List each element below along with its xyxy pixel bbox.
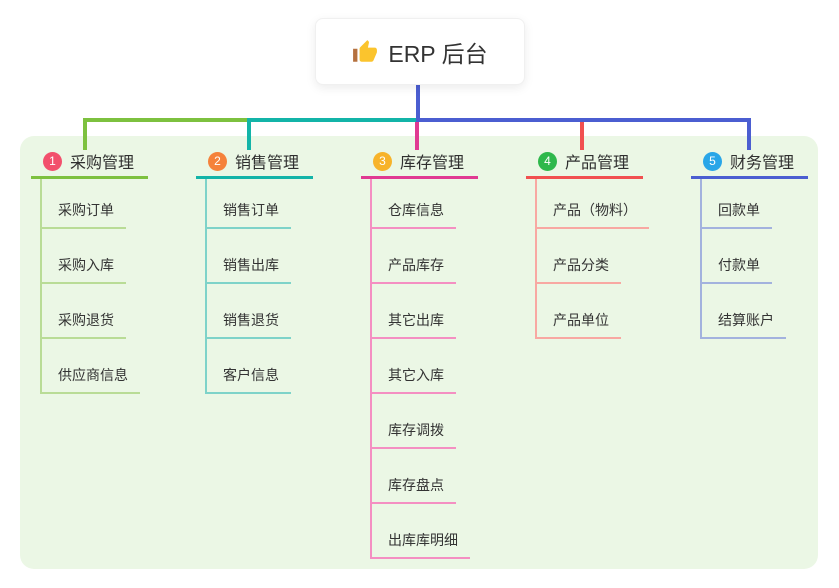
child-node[interactable]: 采购订单 — [42, 179, 126, 229]
child-node-label: 供应商信息 — [58, 367, 128, 383]
child-node[interactable]: 其它入库 — [372, 339, 456, 394]
branch-header-2[interactable]: 2 销售管理 — [196, 146, 313, 179]
child-node-label: 销售订单 — [223, 202, 279, 218]
branch-drop-line-1 — [83, 118, 87, 150]
branch-drop-line-2 — [247, 118, 251, 150]
branch-title: 财务管理 — [730, 155, 795, 172]
child-node-label: 其它入库 — [388, 367, 444, 383]
child-node-label: 采购退货 — [58, 312, 114, 328]
child-node[interactable]: 库存盘点 — [372, 449, 456, 504]
child-node[interactable]: 供应商信息 — [42, 339, 140, 394]
branch-header-3[interactable]: 3 库存管理 — [361, 146, 478, 179]
child-node-label: 产品单位 — [553, 312, 609, 328]
trunk-segment-blue — [416, 118, 751, 122]
child-node[interactable]: 结算账户 — [702, 284, 786, 339]
trunk-segment-green — [83, 118, 251, 122]
child-node-label: 销售出库 — [223, 257, 279, 273]
child-node[interactable]: 销售出库 — [207, 229, 291, 284]
child-node-label: 产品分类 — [553, 257, 609, 273]
branch-header-4[interactable]: 4 产品管理 — [526, 146, 643, 179]
child-node[interactable]: 回款单 — [702, 179, 772, 229]
child-node[interactable]: 采购入库 — [42, 229, 126, 284]
child-node-label: 采购入库 — [58, 257, 114, 273]
branch-title: 产品管理 — [565, 155, 630, 172]
branch-title: 库存管理 — [400, 155, 465, 172]
root-connector-line — [416, 83, 420, 122]
child-node[interactable]: 仓库信息 — [372, 179, 456, 229]
branch-children: 仓库信息产品库存其它出库其它入库库存调拨库存盘点出库库明细 — [370, 179, 470, 559]
branch-title: 销售管理 — [235, 155, 300, 172]
branch-number-badge: 2 — [208, 151, 227, 171]
branch-5: 5 财务管理回款单付款单结算账户 — [691, 146, 808, 339]
branch-3: 3 库存管理仓库信息产品库存其它出库其它入库库存调拨库存盘点出库库明细 — [361, 146, 478, 559]
branch-number-badge: 5 — [703, 151, 722, 171]
child-node[interactable]: 产品库存 — [372, 229, 456, 284]
branch-title: 采购管理 — [70, 155, 135, 172]
branch-children: 产品（物料） 产品分类产品单位 — [535, 179, 649, 339]
child-node-label: 产品（物料） — [553, 202, 637, 218]
branch-drop-line-4 — [580, 122, 584, 150]
mindmap-container — [20, 136, 818, 569]
child-node[interactable]: 销售退货 — [207, 284, 291, 339]
branch-children: 回款单付款单结算账户 — [700, 179, 786, 339]
branch-drop-line-3 — [415, 122, 419, 150]
child-node-label: 库存盘点 — [388, 477, 444, 493]
child-node[interactable]: 付款单 — [702, 229, 772, 284]
branch-4: 4 产品管理产品（物料） 产品分类产品单位 — [526, 146, 649, 339]
child-node-label: 仓库信息 — [388, 202, 444, 218]
child-node[interactable]: 库存调拨 — [372, 394, 456, 449]
branch-2: 2 销售管理销售订单销售出库销售退货客户信息 — [196, 146, 313, 394]
branch-drop-line-5 — [747, 118, 751, 150]
branch-header-5[interactable]: 5 财务管理 — [691, 146, 808, 179]
child-node-label: 采购订单 — [58, 202, 114, 218]
child-node-label: 产品库存 — [388, 257, 444, 273]
child-node[interactable]: 产品（物料） — [537, 179, 649, 229]
child-node-label: 其它出库 — [388, 312, 444, 328]
child-node[interactable]: 销售订单 — [207, 179, 291, 229]
child-node[interactable]: 产品分类 — [537, 229, 621, 284]
child-node-label: 客户信息 — [223, 367, 279, 383]
branch-number-badge: 3 — [373, 151, 392, 171]
child-node[interactable]: 出库库明细 — [372, 504, 470, 559]
thumbs-up-icon — [353, 39, 378, 62]
branch-number-badge: 1 — [43, 151, 62, 171]
child-node-label: 出库库明细 — [388, 532, 458, 548]
branch-1: 1 采购管理采购订单采购入库采购退货供应商信息 — [31, 146, 148, 394]
branch-number-badge: 4 — [538, 151, 557, 171]
branch-children: 销售订单销售出库销售退货客户信息 — [205, 179, 291, 394]
root-node-label: ERP 后台 — [388, 40, 488, 67]
child-node-label: 回款单 — [718, 202, 760, 218]
child-node[interactable]: 产品单位 — [537, 284, 621, 339]
child-node-label: 销售退货 — [223, 312, 279, 328]
child-node[interactable]: 客户信息 — [207, 339, 291, 394]
child-node[interactable]: 采购退货 — [42, 284, 126, 339]
branch-children: 采购订单采购入库采购退货供应商信息 — [40, 179, 140, 394]
child-node-label: 库存调拨 — [388, 422, 444, 438]
child-node-label: 付款单 — [718, 257, 760, 273]
trunk-segment-teal — [247, 118, 416, 122]
root-node[interactable]: ERP 后台 — [315, 18, 525, 85]
child-node-label: 结算账户 — [718, 312, 774, 328]
child-node[interactable]: 其它出库 — [372, 284, 456, 339]
branch-header-1[interactable]: 1 采购管理 — [31, 146, 148, 179]
